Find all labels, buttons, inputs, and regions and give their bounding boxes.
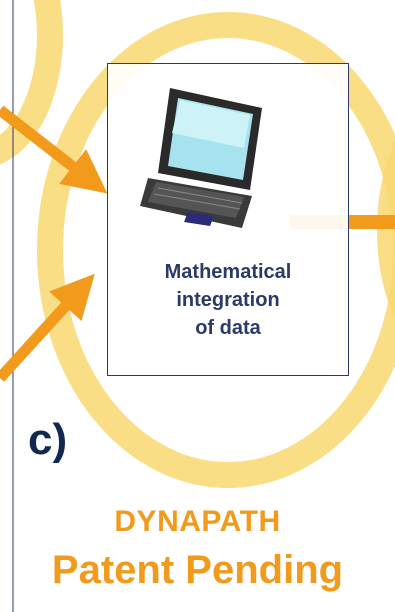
integration-label: Mathematical integration of data xyxy=(107,258,349,342)
label-line-1: Mathematical xyxy=(164,261,292,283)
right-ring xyxy=(377,141,395,319)
input-arrow-upper xyxy=(0,105,108,194)
input-arrow-lower xyxy=(0,273,95,382)
label-line-2: integration xyxy=(176,289,280,311)
patent-status: Patent Pending xyxy=(51,548,344,592)
label-line-3: of data xyxy=(195,317,261,339)
laptop-icon xyxy=(140,88,262,228)
brand-name: DYNAPATH xyxy=(114,505,281,538)
panel-label: c) xyxy=(28,415,68,464)
center-ring xyxy=(37,12,395,488)
